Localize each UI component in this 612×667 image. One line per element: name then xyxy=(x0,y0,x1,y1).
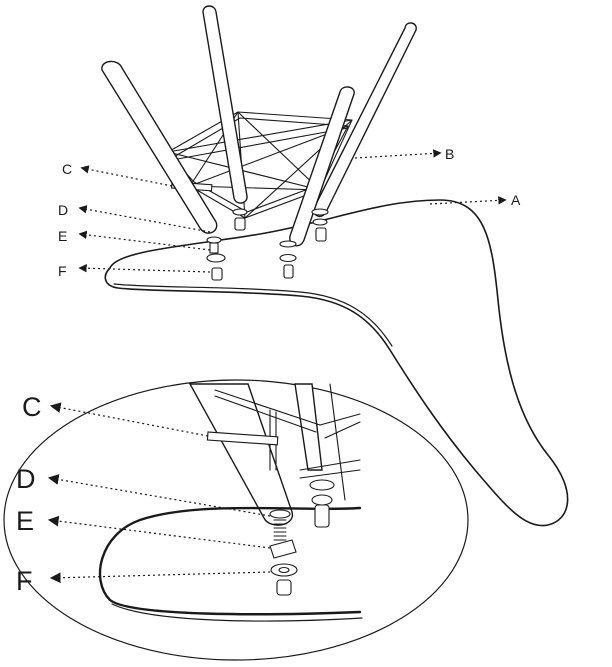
main-leaders xyxy=(78,149,507,273)
detail-leaders xyxy=(47,402,271,584)
callout-d: D xyxy=(58,202,68,218)
detail-callout-c: C xyxy=(22,392,42,422)
detail-leg-2 xyxy=(294,383,323,471)
leg-2 xyxy=(202,5,248,204)
detail-metal-rod xyxy=(206,431,279,446)
callout-c: C xyxy=(62,161,72,177)
callout-b: B xyxy=(445,146,454,162)
detail-view: C D E F xyxy=(3,379,469,661)
detail-hardware xyxy=(269,509,298,596)
glide-set-3 xyxy=(279,240,297,279)
detail-frame xyxy=(3,379,469,661)
seat-shell xyxy=(104,199,569,527)
glide-set-1 xyxy=(206,236,226,281)
callout-e: E xyxy=(58,228,67,244)
detail-seat-edge xyxy=(98,506,362,616)
detail-seat-edge-inner xyxy=(111,603,363,622)
leg-3 xyxy=(313,22,417,218)
detail-callout-e: E xyxy=(16,506,34,536)
detail-wire-frame xyxy=(214,383,361,501)
detail-hardware-2 xyxy=(309,479,335,528)
glide-set-4 xyxy=(311,208,329,242)
detail-callout-f: F xyxy=(16,566,33,596)
callout-f: F xyxy=(58,263,67,279)
leg-1 xyxy=(101,60,218,234)
chair-legs xyxy=(101,5,417,247)
glide-set-2 xyxy=(232,208,248,231)
chair-main-view: A B C D E F xyxy=(58,5,569,527)
callout-a: A xyxy=(511,192,521,208)
wire-frame xyxy=(167,111,353,219)
seat-shell-edge xyxy=(113,283,393,347)
detail-callout-d: D xyxy=(16,464,36,494)
